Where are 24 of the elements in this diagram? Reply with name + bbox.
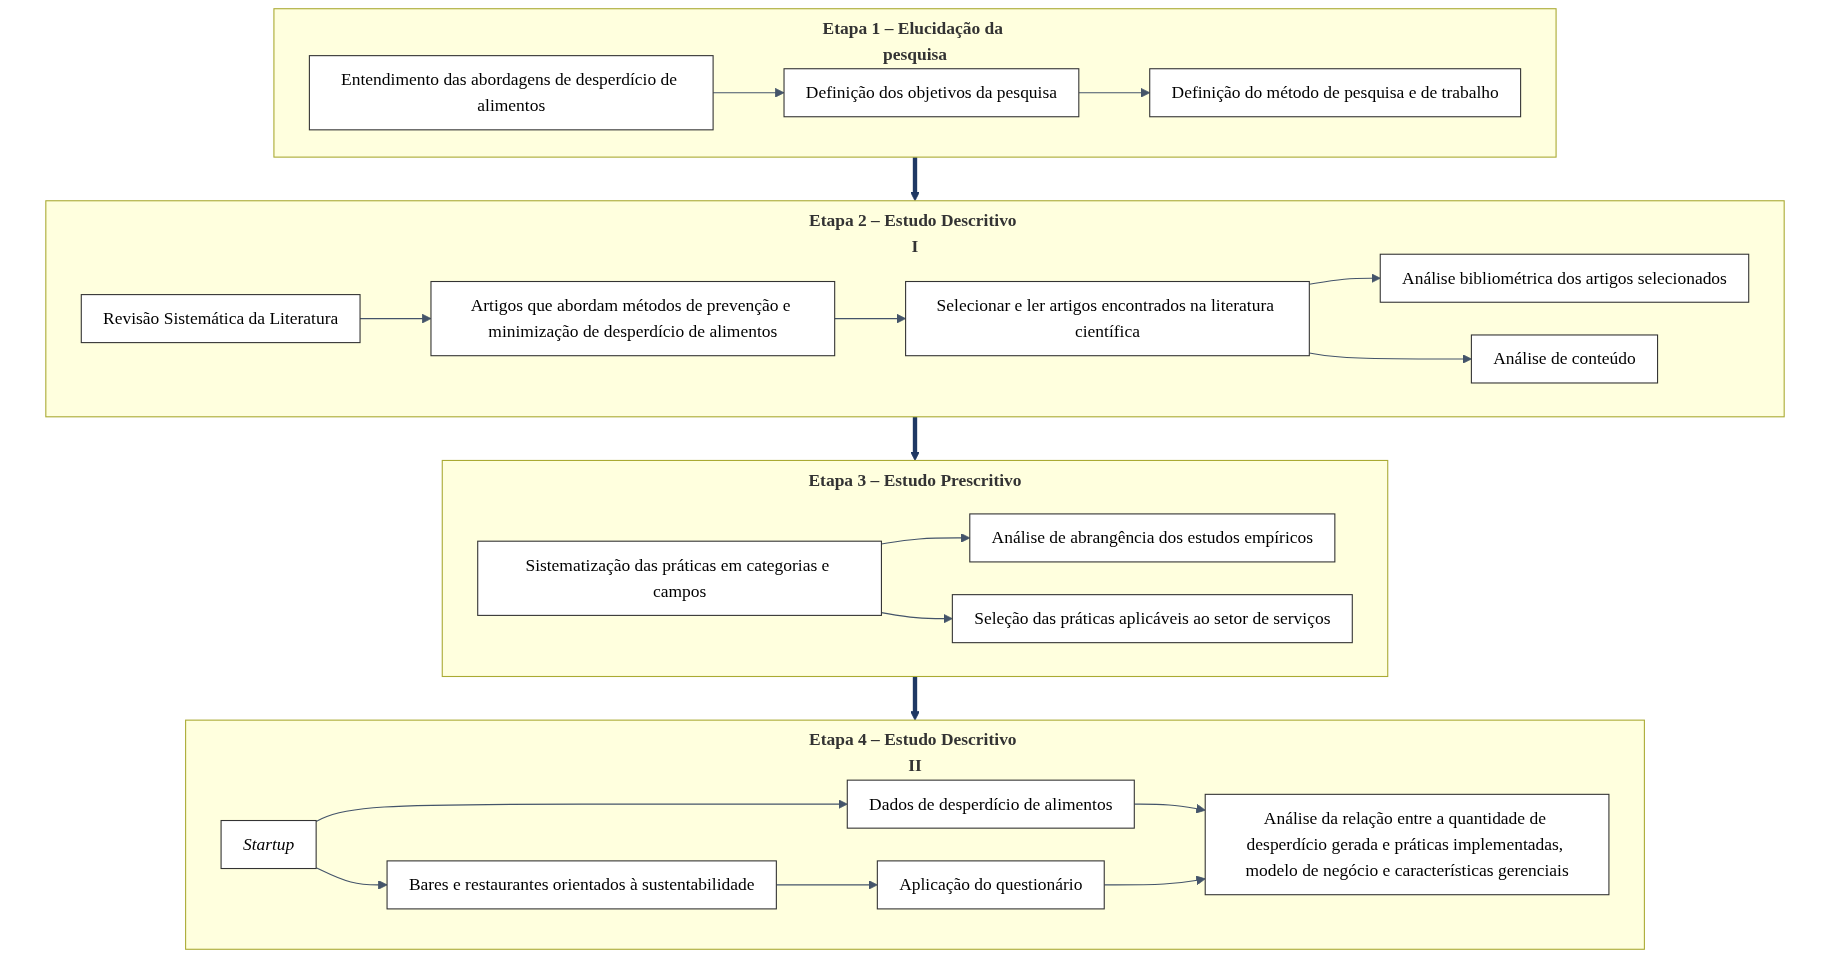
node-box: Entendimento das abordagens de desperdício de alimentos <box>308 55 714 131</box>
node-box: Aplicação do questionário <box>876 860 1105 910</box>
arrow <box>315 867 388 890</box>
node-box: Análise da relação entre a quantidade de desperdício gerada e práticas implementadas, modelo de negócio e características gerenciais <box>1204 793 1610 896</box>
node-box: Análise de abrangência dos estudos empíricos <box>969 513 1336 563</box>
node-box: Artigos que abordam métodos de prevenção e minimização de desperdício de alimentos <box>430 280 836 357</box>
arrow <box>910 676 920 721</box>
node-box: Sistematização das práticas em categorias e campos <box>477 540 882 616</box>
node-box: Seleção das práticas aplicáveis ao setor de serviços <box>951 594 1353 644</box>
arrow <box>910 157 920 202</box>
node-box: Selecionar e ler artigos encontrados na literatura científica <box>905 280 1310 357</box>
node-box: Análise de conteúdo <box>1470 334 1659 384</box>
node-box: Dados de desperdício de alimentos <box>846 779 1135 829</box>
node-box: Revisão Sistemática da Literatura <box>80 294 361 344</box>
arrow <box>1308 273 1381 285</box>
node-box: Definição dos objetivos da pesquisa <box>783 68 1080 118</box>
node-box: Análise bibliométrica dos artigos selecionados <box>1379 253 1750 303</box>
node-box: Bares e restaurantes orientados à sustentabilidade <box>386 860 777 910</box>
arrow <box>880 612 953 624</box>
arrow <box>910 416 920 461</box>
arrow <box>315 799 848 822</box>
arrow <box>1308 352 1472 364</box>
node-box: Startup <box>220 819 317 870</box>
node-box: Definição do método de pesquisa e de trabalho <box>1149 68 1522 118</box>
